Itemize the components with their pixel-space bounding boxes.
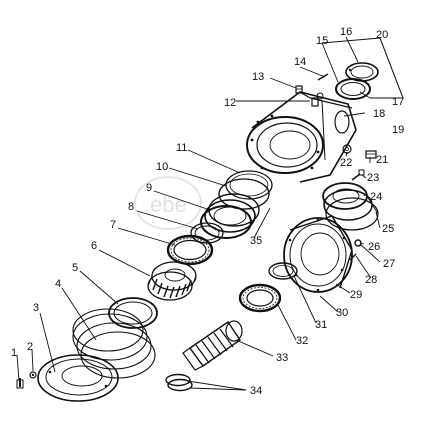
- callout-11: 11: [176, 142, 187, 154]
- callout-1: 1: [11, 347, 17, 359]
- callout-9: 9: [146, 182, 152, 194]
- callout-34: 34: [250, 385, 262, 397]
- callout-12: 12: [224, 97, 236, 109]
- callout-26: 26: [368, 241, 380, 253]
- callout-30: 30: [336, 307, 348, 319]
- housing: [246, 91, 357, 183]
- part-4-spring: [72, 308, 156, 379]
- callout-15: 15: [316, 35, 328, 47]
- part-13-plug: [295, 85, 303, 94]
- part-24-cover: [322, 182, 379, 231]
- part-3-cover: [37, 354, 119, 402]
- callout-16: 16: [340, 26, 352, 38]
- callout-35: 35: [250, 235, 262, 247]
- part-28-bolt: [349, 253, 357, 261]
- callout-14: 14: [294, 56, 306, 68]
- part-7-bearing: [166, 234, 214, 266]
- callout-3: 3: [33, 302, 39, 314]
- callout-33: 33: [276, 352, 288, 364]
- part-11-retaining-ring: [225, 170, 273, 200]
- callout-31: 31: [315, 319, 327, 331]
- part-6-gear: [147, 261, 197, 301]
- callout-27: 27: [383, 258, 395, 270]
- callout-labels: 1 2 3 4 5 6 7 8 9 10 11 12 13 14 15 16 1…: [11, 26, 404, 397]
- part-14-key: [317, 73, 329, 81]
- callout-22: 22: [340, 157, 352, 169]
- part-23-bolt: [351, 169, 365, 181]
- part-12-fitting: [311, 92, 324, 107]
- callout-23: 23: [367, 172, 379, 184]
- callout-4: 4: [55, 278, 61, 290]
- part-17-seal: [335, 78, 371, 100]
- part-31-ring: [268, 262, 298, 280]
- part-2-washer: [29, 371, 37, 379]
- part-5-ring: [108, 297, 158, 329]
- callout-29: 29: [350, 289, 362, 301]
- callout-32: 32: [296, 335, 308, 347]
- callout-19: 19: [392, 124, 404, 136]
- callout-2: 2: [27, 341, 33, 353]
- callout-28: 28: [365, 274, 377, 286]
- callout-25: 25: [382, 223, 394, 235]
- callout-20: 20: [376, 29, 388, 41]
- callout-13: 13: [252, 71, 264, 83]
- callout-6: 6: [91, 240, 97, 252]
- callout-17: 17: [392, 96, 404, 108]
- callout-7: 7: [110, 219, 116, 231]
- callout-24: 24: [370, 191, 382, 203]
- part-34-rings: [165, 373, 193, 392]
- part-1-bolt: [16, 378, 24, 389]
- callout-5: 5: [72, 262, 78, 274]
- part-33-shaft: [182, 320, 243, 371]
- part-21-fitting: [365, 150, 377, 159]
- leader-lines: [16, 36, 404, 391]
- part-30-flange: [283, 215, 353, 293]
- watermark-tagline: ГРУППА: [185, 225, 217, 234]
- part-10-snap-ring: [218, 178, 270, 210]
- callout-8: 8: [128, 201, 134, 213]
- callout-21: 21: [376, 154, 388, 166]
- part-32-bearing: [238, 283, 282, 313]
- callout-18: 18: [373, 108, 385, 120]
- callout-10: 10: [156, 161, 168, 173]
